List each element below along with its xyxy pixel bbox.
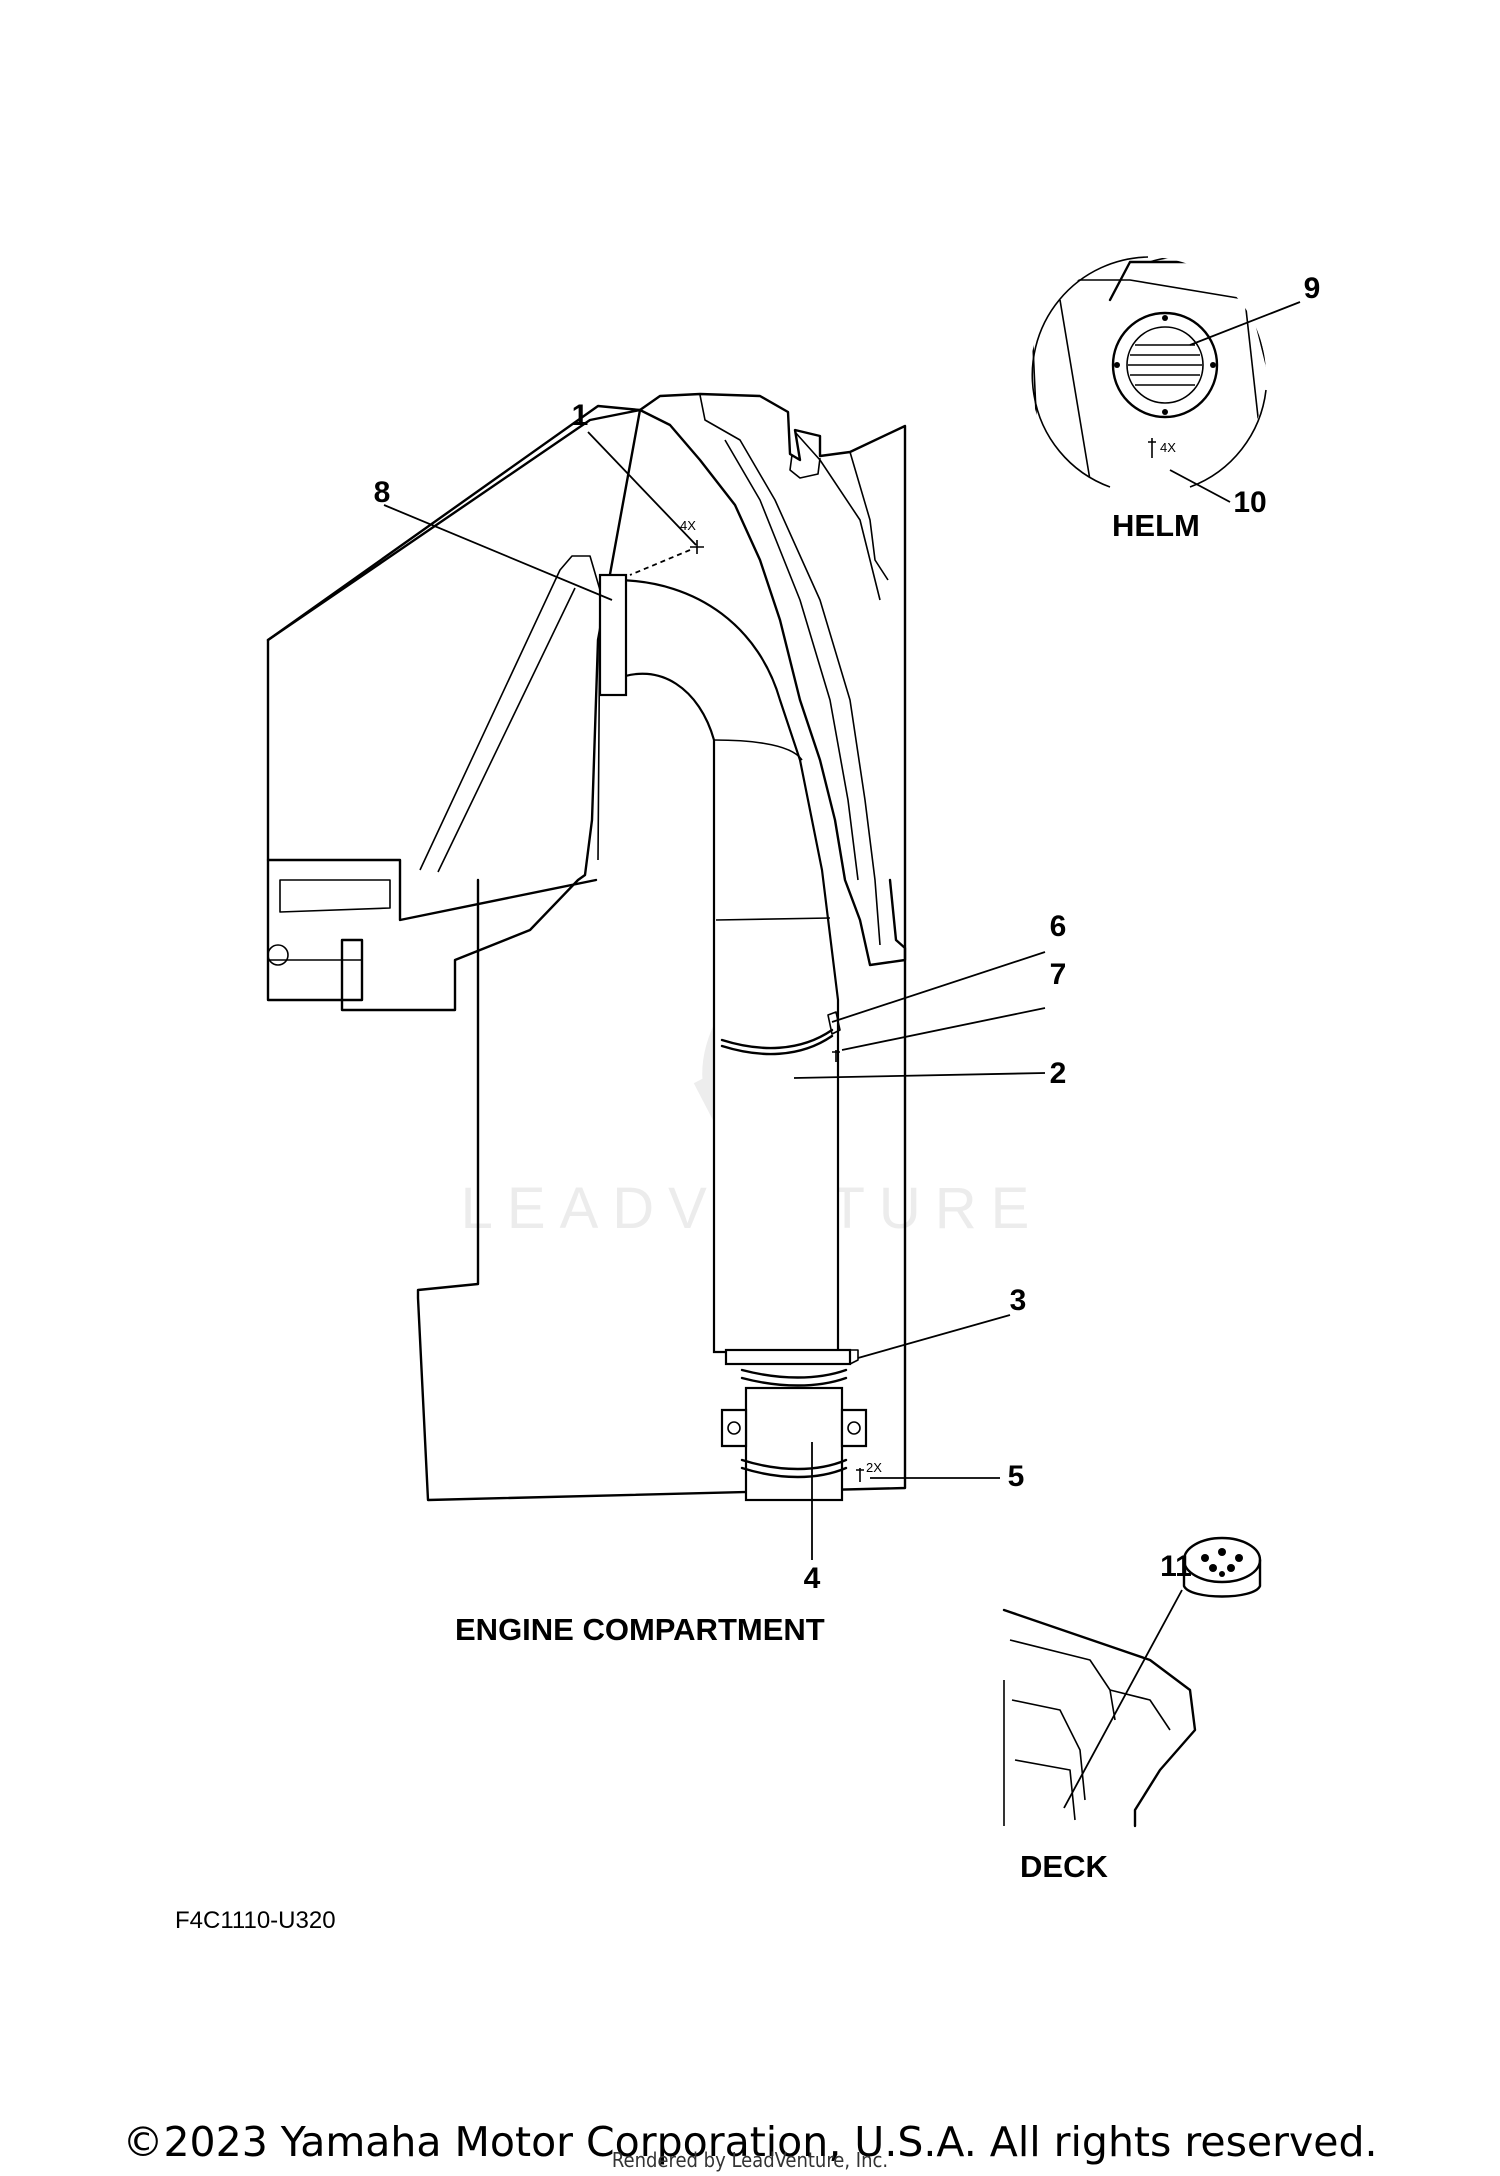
console-side — [638, 392, 907, 967]
callout-7: 7 — [1050, 958, 1067, 991]
screw-5-quantity: 2X — [866, 1460, 882, 1475]
vent-cowl — [598, 573, 628, 697]
screw-10-quantity: 4X — [1160, 440, 1176, 455]
callout-10: 10 — [1233, 486, 1266, 519]
callout-numbers: 1 2 3 4 5 6 7 8 9 10 11 — [374, 272, 1321, 1595]
engine-compartment-illustration: 2X 4X — [266, 392, 907, 1502]
deck-detail: DECK — [1002, 1536, 1262, 1884]
callout-4: 4 — [804, 1562, 821, 1595]
callout-9: 9 — [1304, 272, 1321, 305]
deck-flange-ring — [724, 1348, 852, 1366]
engine-compartment-label: ENGINE COMPARTMENT — [455, 1612, 825, 1647]
diagram-code: F4C1110-U320 — [175, 1907, 336, 1934]
copyright-notice: ©2023 Yamaha Motor Corporation, U.S.A. A… — [122, 2118, 1378, 2166]
callout-3: 3 — [1010, 1284, 1027, 1317]
vent-cover — [1111, 311, 1219, 419]
vent-hose — [612, 578, 840, 1354]
callout-6: 6 — [1050, 910, 1067, 943]
callout-2: 2 — [1050, 1057, 1067, 1090]
callout-1: 1 — [572, 399, 589, 432]
callout-11: 11 — [1160, 1550, 1192, 1583]
vent-louvers — [1128, 344, 1202, 386]
callout-8: 8 — [374, 476, 391, 509]
hull-shell — [266, 408, 642, 1012]
compartment-panel — [416, 878, 907, 1502]
upper-hose-clamp — [720, 1028, 834, 1050]
rendered-by-credit: Rendered by LeadVenture, Inc. — [611, 2148, 889, 2172]
helm-label: HELM — [1112, 508, 1200, 543]
screw-1-quantity: 4X — [680, 518, 696, 533]
deck-label: DECK — [1020, 1849, 1108, 1884]
deck-flange — [744, 1386, 844, 1502]
deck-drain-plug — [1182, 1536, 1262, 1598]
callout-5: 5 — [1008, 1460, 1025, 1493]
